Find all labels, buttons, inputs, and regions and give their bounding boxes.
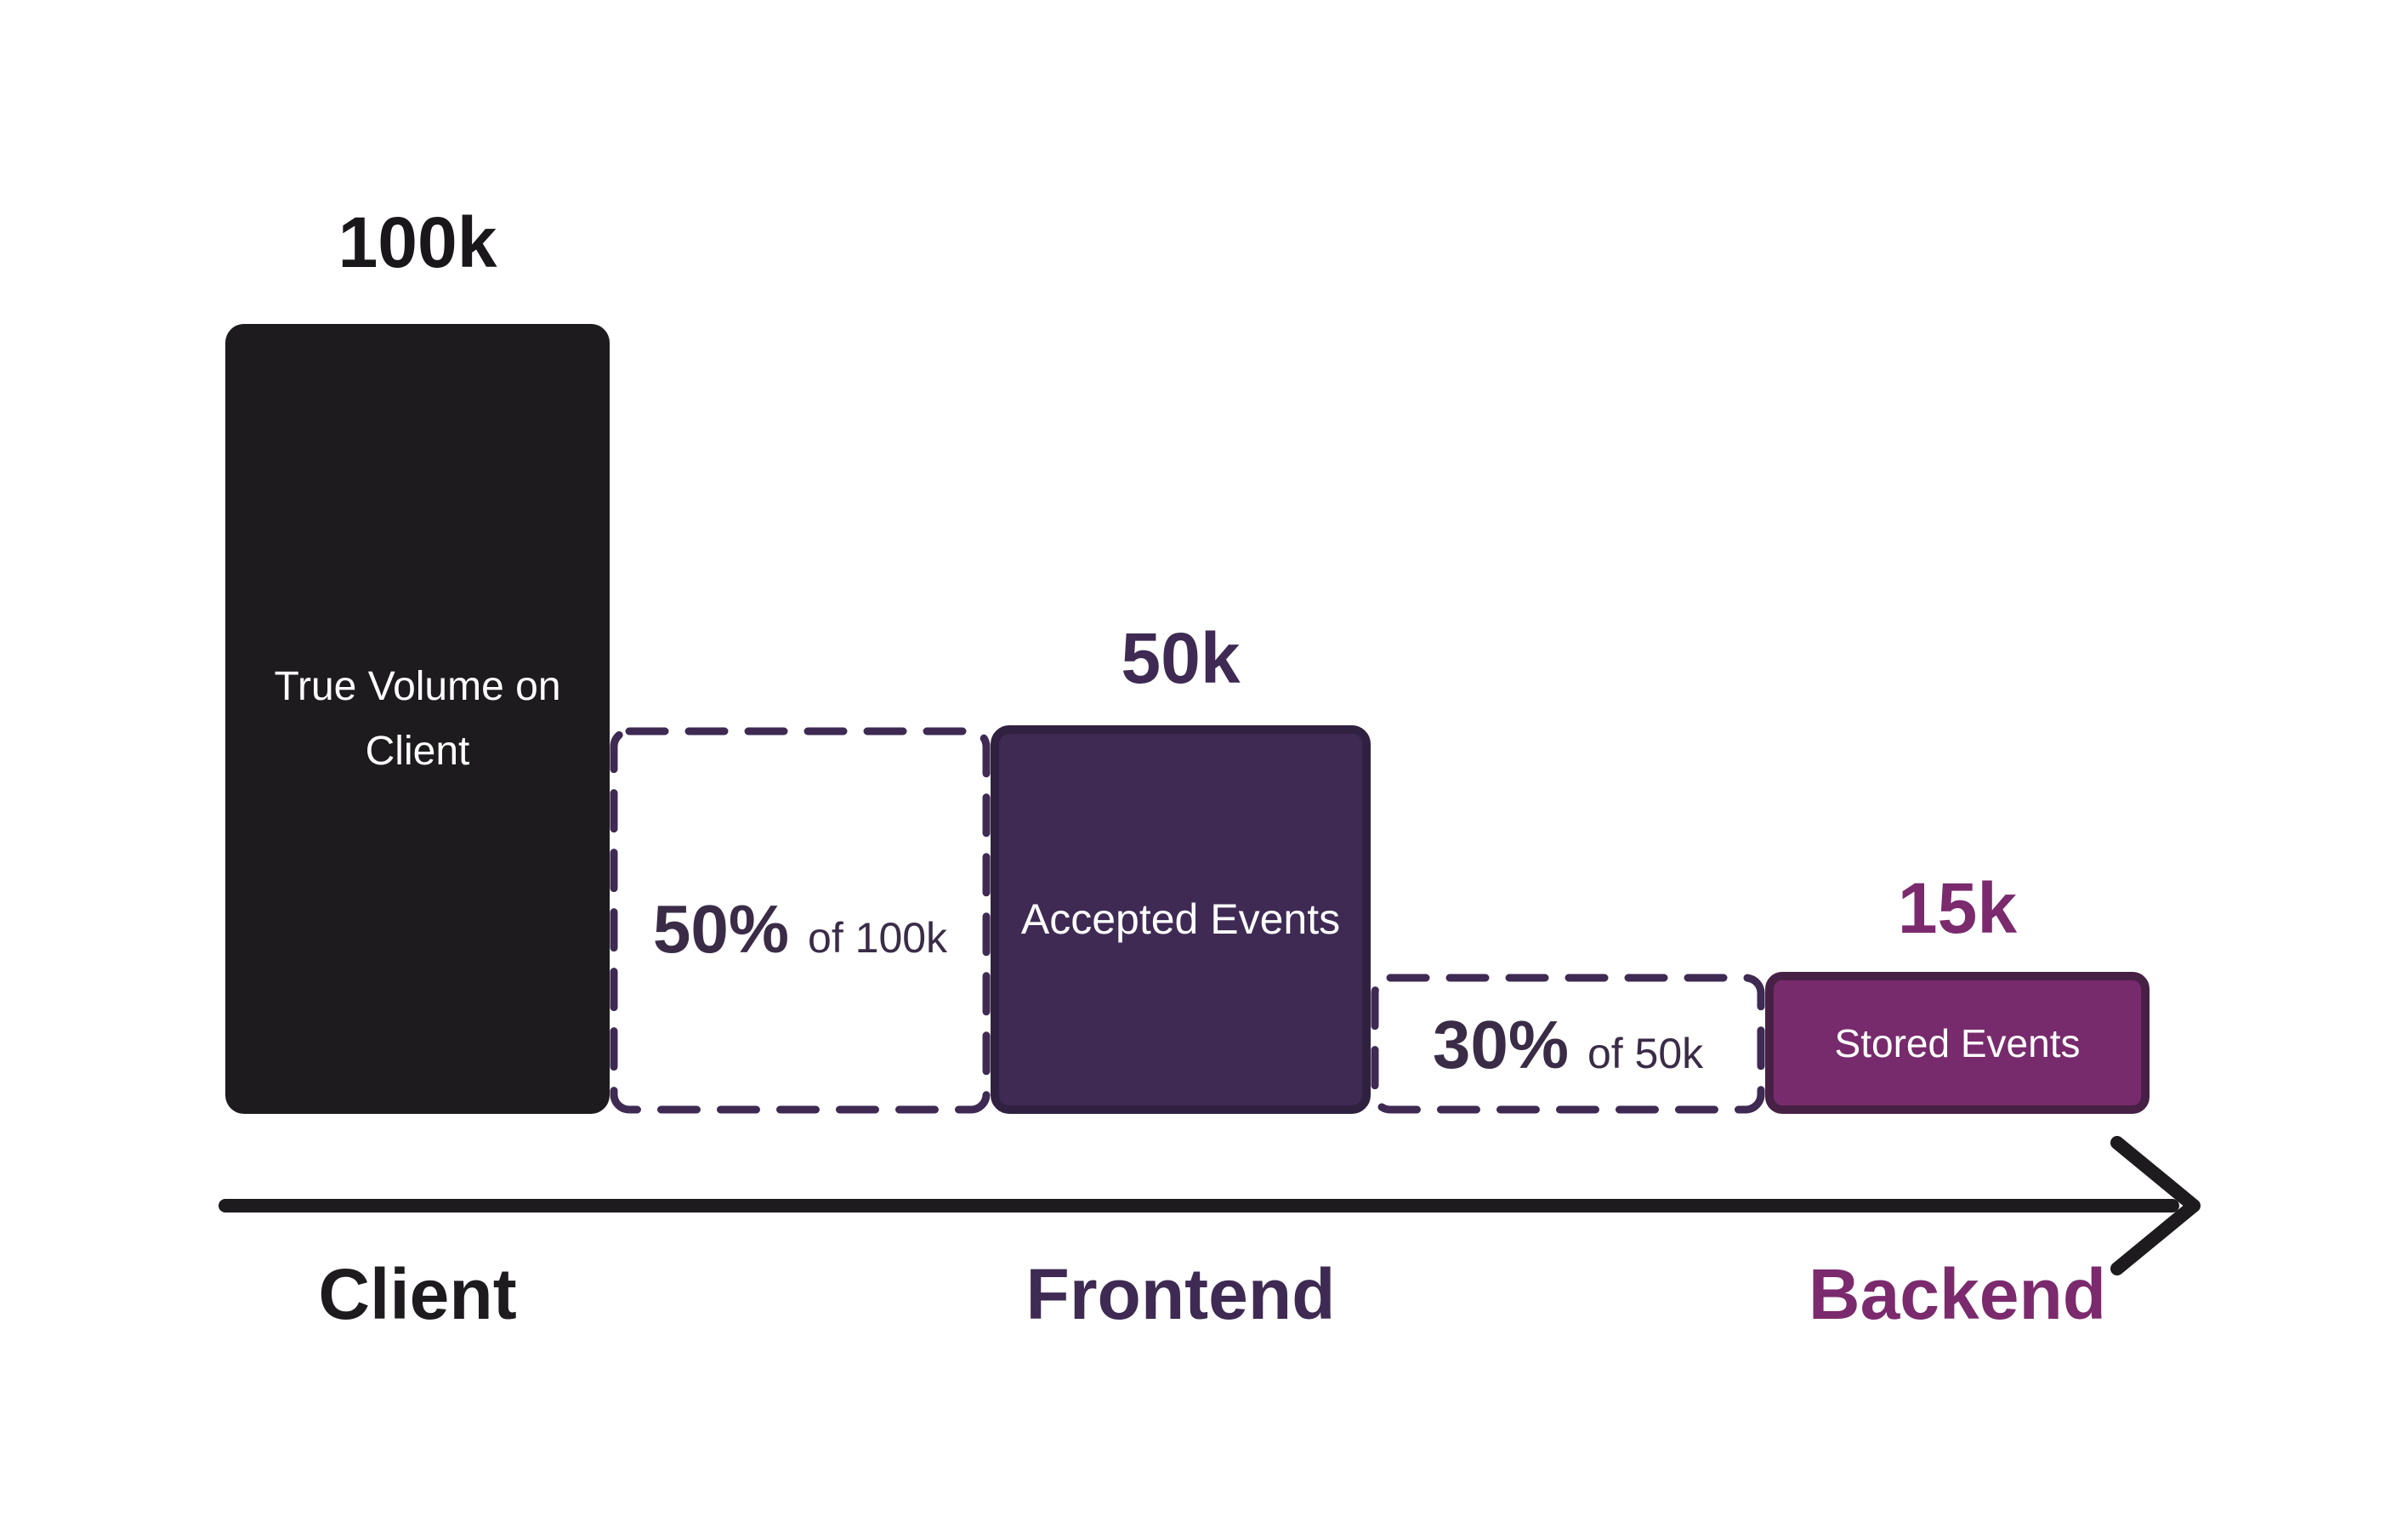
axis-label-frontend: Frontend xyxy=(1025,1254,1336,1334)
percent-value: 50% xyxy=(652,891,790,967)
axis-label-backend: Backend xyxy=(1808,1254,2107,1334)
percent-value: 30% xyxy=(1432,1007,1569,1082)
percent-of-text: of 100k xyxy=(808,914,948,962)
backend-bar-text: Stored Events xyxy=(1834,1020,2081,1065)
frontend-bar: Accepted Events xyxy=(991,725,1371,1114)
frontend-bar-text: Accepted Events xyxy=(1020,895,1341,943)
transition-label-2: 30% of 50k xyxy=(1371,974,1765,1114)
transition-box-frontend-to-backend: 30% of 50k xyxy=(1371,974,1765,1114)
dashed-outline-icon xyxy=(610,727,991,1114)
percent-of-text: of 50k xyxy=(1587,1030,1704,1077)
client-value-label: 100k xyxy=(338,202,497,282)
flow-arrow-icon xyxy=(219,1136,2201,1275)
transition-box-client-to-frontend: 50% of 100k xyxy=(610,727,991,1114)
client-bar-text: True Volume on Client xyxy=(274,663,561,774)
client-bar: True Volume on Client xyxy=(225,324,610,1114)
frontend-value-label: 50k xyxy=(1121,618,1241,698)
axis-label-client: Client xyxy=(318,1254,517,1334)
backend-value-label: 15k xyxy=(1897,868,2018,948)
backend-bar: Stored Events xyxy=(1765,972,2150,1114)
transition-label-1: 50% of 100k xyxy=(610,727,991,1114)
dashed-outline-icon xyxy=(1371,974,1765,1114)
